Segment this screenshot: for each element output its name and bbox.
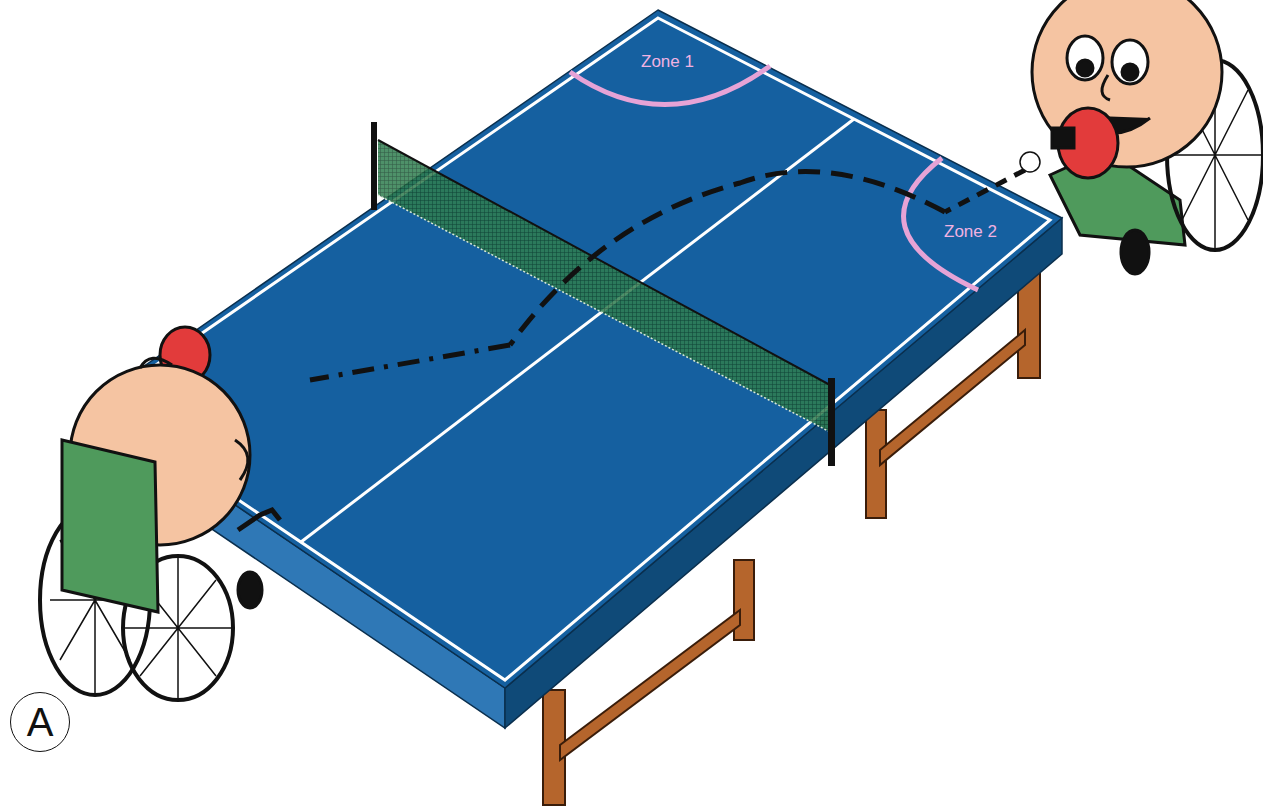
left-player — [40, 327, 280, 700]
zone-arcs — [570, 66, 978, 290]
ball-trajectory — [310, 170, 1025, 380]
right-player — [1020, 0, 1263, 274]
zone-label: Zone 2 — [941, 221, 1000, 243]
callout-letter: A — [27, 702, 54, 742]
callout-circle: A — [10, 692, 70, 752]
table — [88, 10, 1062, 728]
zone-label: Zone 1 — [638, 51, 697, 73]
